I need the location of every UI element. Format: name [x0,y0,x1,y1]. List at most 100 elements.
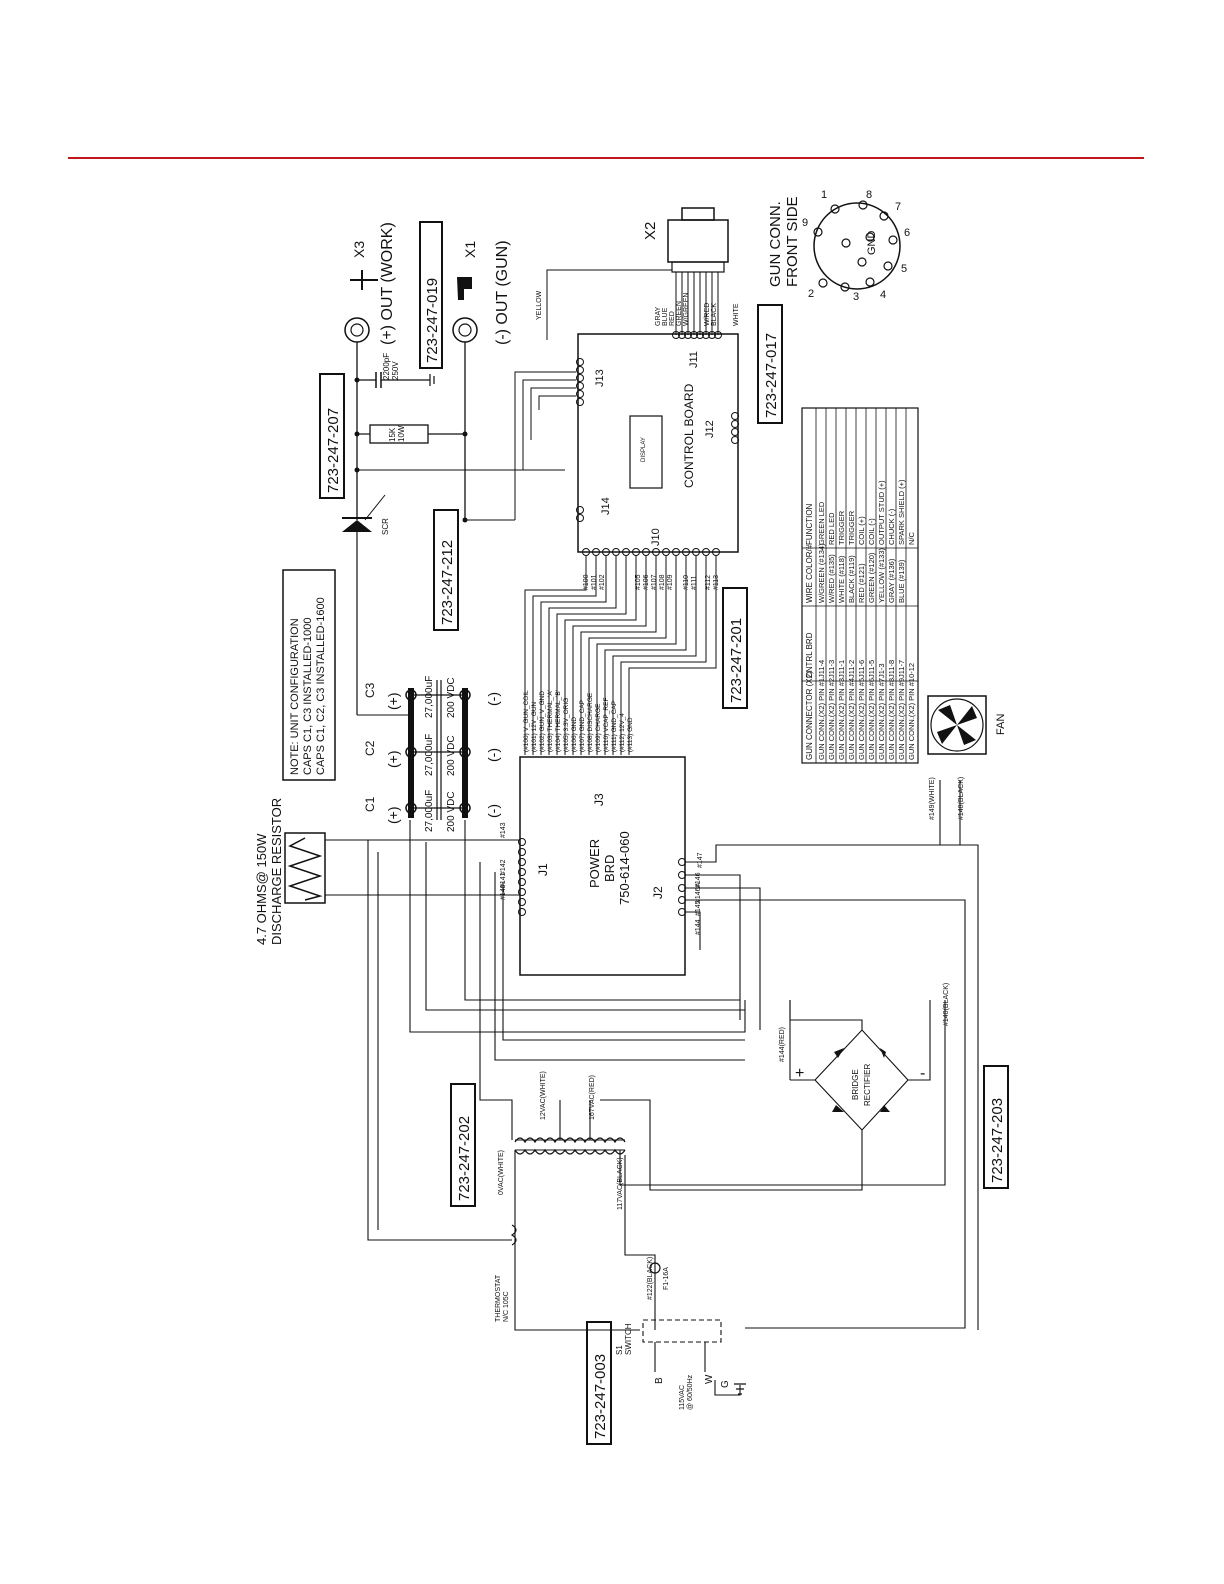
svg-text:CAPS C1, C2, C3 INSTALLED-1600: CAPS C1, C2, C3 INSTALLED-1600 [315,597,327,775]
svg-text:#102: #102 [599,574,606,590]
svg-text:750-614-060: 750-614-060 [617,831,632,905]
svg-text:#141: #141 [500,872,507,888]
svg-text:4: 4 [880,289,886,301]
transformer-labels: 12VAC(WHITE) 167VAC(RED) 0VAC(WHITE) 117… [498,1071,624,1210]
svg-text:#122(BLACK): #122(BLACK) [647,1257,654,1300]
svg-text:RED (#121): RED (#121) [857,563,866,603]
svg-text:GREEN (#120): GREEN (#120) [867,552,876,603]
svg-text:(-): (-) [485,692,501,706]
scr-symbol [342,520,372,532]
svg-text:(#100) V_GUN_COIL: (#100) V_GUN_COIL [523,690,530,752]
svg-text:(#104) THERMAL_'B': (#104) THERMAL_'B' [555,690,562,752]
svg-text:#146: #146 [695,872,702,888]
svg-text:CNTRL BRD: CNTRL BRD [805,632,814,678]
note-box: NOTE: UNIT CONFIGURATION CAPS C1, C3 INS… [282,569,336,781]
svg-text:(+): (+) [385,751,401,769]
discharge-resistor: 4.7 OHMS@ 150W DISCHARGE RESISTOR [254,798,520,945]
capacitor-bank: C3 C2 C1 (+) (+) (+) (-) (-) (-) 27,000u… [363,676,501,832]
pn-212: 723-247-212 [439,540,456,625]
out-work-label: (+) OUT (WORK) [379,222,396,345]
svg-text:W: W [704,1374,715,1384]
svg-text:J14: J14 [600,497,612,515]
input-section: THERMOSTAT N/C 105C F1-16A #122(BLACK) S… [495,1257,746,1410]
svg-text:167VAC(RED): 167VAC(RED) [589,1075,596,1120]
svg-text:(+): (+) [385,693,401,711]
svg-text:(#105) 3.3V_ORIG: (#105) 3.3V_ORIG [563,698,570,752]
svg-text:#140(BLACK): #140(BLACK) [943,983,950,1026]
gun-connector-table: GUN CONNECTOR (X2) CNTRL BRD WIRE COLOR/… [801,407,919,764]
svg-text:GREEN: GREEN [676,301,683,326]
svg-text:SWITCH: SWITCH [624,1323,633,1355]
svg-text:COIL (+): COIL (+) [857,516,866,545]
svg-text:#101: #101 [591,574,598,590]
gun-conn-outline [813,202,901,290]
power-board: POWER BRD 750-614-060 J3 J1 J2 (#100) V_… [500,690,704,976]
svg-text:2200pF: 2200pF [382,353,391,380]
svg-text:GRAY (#136): GRAY (#136) [887,558,896,603]
svg-text:GUN CONN.(X2) PIN #4: GUN CONN.(X2) PIN #4 [847,678,856,760]
svg-text:200 VDC: 200 VDC [446,735,457,776]
svg-text:200 VDC: 200 VDC [446,677,457,718]
fan-icon [937,705,977,745]
svg-text:FAN: FAN [995,714,1007,735]
bridge-labels: BRIDGE RECTIFIER + - #144(RED) #140(BLAC… [779,983,950,1106]
fuse-icon [649,1262,661,1274]
gun-connector-front: GUN CONN. FRONT SIDE 2 3 4 5 6 7 8 1 9 G… [767,189,910,303]
thermostat-icon [510,1224,517,1246]
svg-text:6: 6 [904,227,910,239]
x2-connector: X2 [642,207,729,335]
pn-019: 723-247-019 [424,278,441,363]
snubber-components: 2200pF 250V 15K 10W SCR [342,342,565,716]
svg-text:C3: C3 [363,682,377,698]
svg-text:W/GREEN: W/GREEN [683,293,690,326]
svg-text:27,000uF: 27,000uF [424,790,435,832]
svg-text:#145: #145 [695,900,702,916]
svg-text:#147: #147 [697,852,704,868]
svg-text:J11-8: J11-8 [887,660,896,678]
svg-text:(#106) GND: (#106) GND [571,717,578,752]
svg-text:B: B [654,1377,665,1384]
pn-207: 723-247-207 [325,408,342,493]
svg-text:7: 7 [895,201,901,213]
svg-text:NOTE: UNIT CONFIGURATION: NOTE: UNIT CONFIGURATION [289,618,301,775]
svg-text:GUN CONN.(X2) PIN #5: GUN CONN.(X2) PIN #5 [857,678,866,760]
svg-text:J11-1: J11-1 [837,660,846,678]
svg-text:(#108) DISCHARGE: (#108) DISCHARGE [587,692,594,752]
svg-text:CHUCK (-): CHUCK (-) [887,508,896,545]
svg-text:(#112) 12V_4: (#112) 12V_4 [619,713,626,752]
yellow-wire-label: YELLOW [536,290,543,320]
svg-text:2: 2 [808,288,814,300]
ground-icon [734,1383,746,1395]
svg-text:OUTPUT STUD (+): OUTPUT STUD (+) [877,480,886,545]
svg-text:#149(WHITE): #149(WHITE) [929,777,936,820]
x1-gun-icon [457,277,472,300]
gun-conn-title: GUN CONN. [767,201,784,287]
svg-text:GUN CONN.(X2) PIN #6: GUN CONN.(X2) PIN #6 [867,678,876,760]
svg-text:GND: GND [866,231,878,256]
svg-text:#142: #142 [500,859,507,875]
svg-text:117VAC(BLACK): 117VAC(BLACK) [617,1157,624,1210]
pn-003: 723-247-003 [592,1354,609,1439]
svg-text:J11: J11 [688,351,700,368]
svg-text:BLACK (#119): BLACK (#119) [847,555,856,603]
svg-text:(#103) THERMAL_'A': (#103) THERMAL_'A' [547,690,554,752]
svg-text:15K: 15K [388,427,397,442]
svg-text:GREEN LED: GREEN LED [817,501,826,545]
svg-text:1: 1 [821,189,827,201]
part-number-labels: 723-247-019 723-247-207 723-247-212 723-… [319,221,1009,1445]
svg-text:J11-3: J11-3 [827,660,836,678]
svg-text:J11-2: J11-2 [847,660,856,678]
svg-text:SPARK SHIELD (+): SPARK SHIELD (+) [897,479,906,545]
svg-text:#146A: #146A [695,882,702,903]
svg-text:POWER: POWER [587,839,602,888]
x1-label: X1 [462,241,478,258]
svg-text:C1: C1 [363,796,377,812]
svg-text:SCR: SCR [381,518,390,535]
svg-text:GRAY: GRAY [655,306,662,326]
svg-text:RECTIFIER: RECTIFIER [863,1064,872,1106]
svg-text:COIL (-): COIL (-) [867,518,876,545]
svg-text:27,000uF: 27,000uF [424,734,435,776]
svg-text:W/RED: W/RED [704,303,711,326]
svg-text:WHITE (#118): WHITE (#118) [837,555,846,603]
pn-202: 723-247-202 [456,1116,473,1201]
